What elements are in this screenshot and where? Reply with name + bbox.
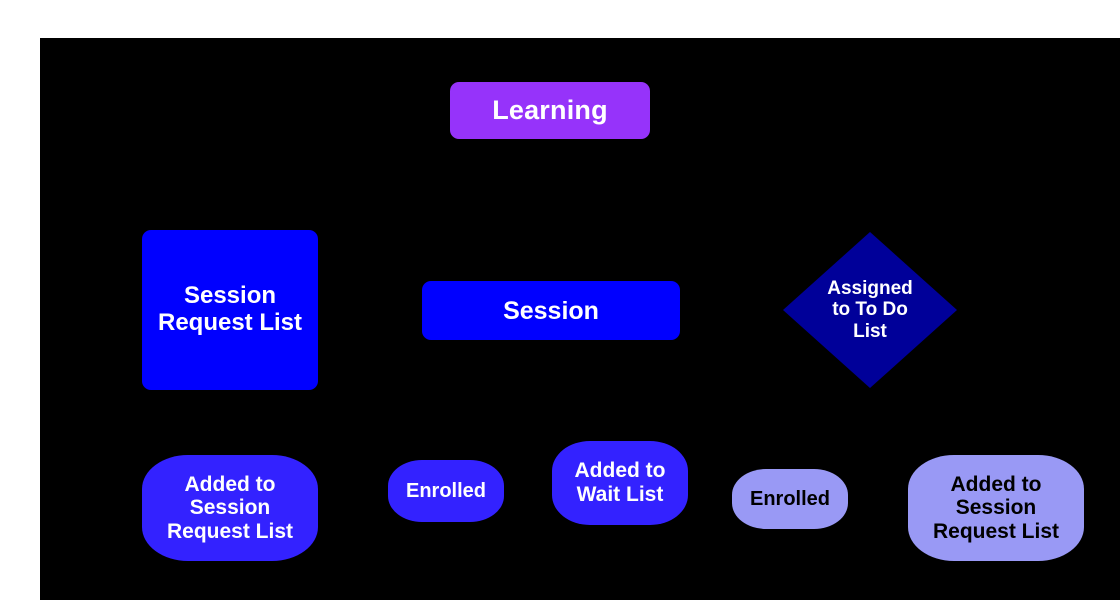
node-added-to-session-request-list-1[interactable]: Added to Session Request List [142, 455, 318, 561]
node-added-to-session-request-list-2[interactable]: Added to Session Request List [908, 455, 1084, 561]
node-assigned-to-to-do-list[interactable]: Assigned to To Do List [783, 232, 957, 388]
node-added-to-session-request-list-2-label: Added to Session Request List [932, 472, 1060, 543]
node-enrolled-2[interactable]: Enrolled [732, 469, 848, 529]
node-enrolled-1[interactable]: Enrolled [388, 460, 504, 522]
node-enrolled-2-label: Enrolled [749, 487, 830, 510]
diagram-canvas: Learning Session Request List Session As… [40, 38, 1120, 600]
node-assigned-to-to-do-list-label: Assigned to To Do List [827, 278, 913, 342]
node-learning-label: Learning [492, 95, 608, 126]
node-added-to-wait-list[interactable]: Added to Wait List [552, 441, 688, 525]
node-enrolled-1-label: Enrolled [405, 479, 486, 502]
node-session-label: Session [503, 296, 599, 325]
node-session-request-list[interactable]: Session Request List [142, 230, 318, 390]
node-session[interactable]: Session [422, 281, 680, 340]
node-added-to-session-request-list-1-label: Added to Session Request List [166, 472, 294, 543]
node-learning[interactable]: Learning [450, 82, 650, 139]
node-session-request-list-label: Session Request List [157, 282, 303, 336]
node-added-to-wait-list-label: Added to Wait List [574, 459, 666, 506]
